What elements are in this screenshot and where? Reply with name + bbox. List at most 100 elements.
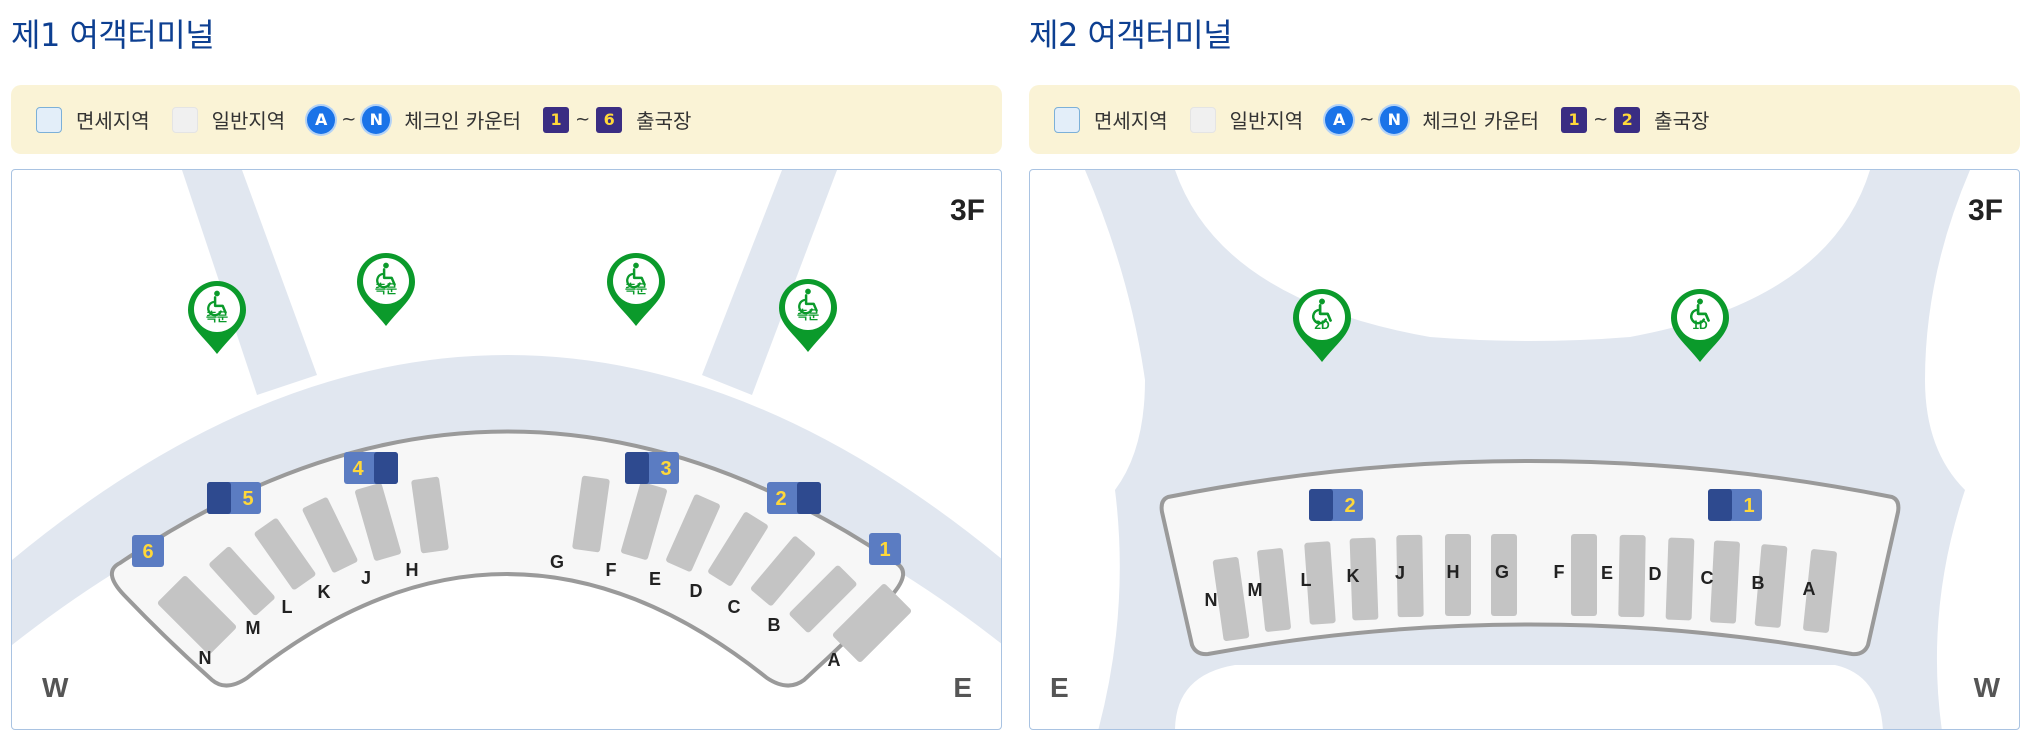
pin-face xyxy=(1677,294,1723,340)
checkin-counter-b[interactable]: B xyxy=(1752,544,1788,628)
counter-label: C xyxy=(1701,568,1714,588)
departures-group: 1 2 3 4 5 6 xyxy=(132,452,901,567)
checkin-counter-d[interactable]: D xyxy=(1649,537,1695,621)
counter-badge-start: A xyxy=(1325,105,1354,134)
counter-label: H xyxy=(1447,562,1460,582)
counter-bar xyxy=(209,546,275,616)
departure-gate-1[interactable]: 1 xyxy=(1708,489,1762,521)
accessible-entrance-pin[interactable]: 2D xyxy=(1293,289,1351,362)
checkin-counter-e[interactable]: E xyxy=(649,494,721,589)
counter-bar xyxy=(1754,544,1788,628)
counter-label: K xyxy=(318,582,331,602)
departures-group: 12 xyxy=(1309,489,1762,521)
counter-label: J xyxy=(361,568,371,588)
counter-bar xyxy=(355,483,401,561)
pin-face xyxy=(785,284,831,330)
accessible-entrance-pin[interactable]: 측문 xyxy=(188,281,246,354)
checkin-counter-j[interactable]: J xyxy=(354,483,401,588)
departure-gate-2[interactable]: 2 xyxy=(767,482,821,514)
checkin-counter-c[interactable]: C xyxy=(1701,540,1741,624)
gate-block-dark xyxy=(797,482,821,514)
departure-gate-2[interactable]: 2 xyxy=(1309,489,1363,521)
counter-label: D xyxy=(1649,564,1662,584)
accessible-entrance-pin[interactable]: 측문 xyxy=(357,253,415,326)
checkin-counter-j[interactable]: J xyxy=(1395,534,1424,618)
counter-bar xyxy=(832,583,912,663)
counter-bar xyxy=(1665,537,1695,621)
range-tilde: ~ xyxy=(1359,109,1375,130)
counter-bar xyxy=(157,575,237,655)
direction-west-label: W xyxy=(1974,672,2001,703)
departure-gate-1[interactable]: 1 xyxy=(869,533,901,565)
checkin-counter-f[interactable]: F xyxy=(606,482,668,580)
checkin-counter-l[interactable]: L xyxy=(253,517,316,617)
departure-gate-5[interactable]: 5 xyxy=(207,482,261,514)
counter-bar xyxy=(1571,534,1597,616)
pin-face xyxy=(1299,294,1345,340)
floor-label: 3F xyxy=(950,194,985,227)
checkin-counter-m[interactable]: M xyxy=(1248,548,1292,632)
checkin-counter-f[interactable]: F xyxy=(1554,534,1598,616)
pin-label: 측문 xyxy=(375,281,397,296)
counter-label: B xyxy=(1752,573,1765,593)
checkin-counter-m[interactable]: M xyxy=(208,546,276,638)
terminal2-panel: 제2 여객터미널 면세지역 일반지역 A ~ N 체크인 카운터 1 ~ 2 출… xyxy=(1029,0,2020,740)
checkin-counter-h[interactable]: H xyxy=(406,476,450,580)
gate-block xyxy=(869,533,901,565)
terminal1-panel: 제1 여객터미널 면세지역 일반지역 A ~ N 체크인 카운터 1 ~ 6 출… xyxy=(11,0,1002,740)
checkin-counter-g[interactable]: G xyxy=(1491,534,1517,616)
departure-badge-start: 1 xyxy=(1561,106,1588,133)
counter-bar xyxy=(621,482,667,560)
checkin-counter-a[interactable]: A xyxy=(1803,549,1838,633)
checkin-counter-g[interactable]: G xyxy=(550,475,610,572)
checkin-counter-n[interactable]: N xyxy=(1205,556,1250,642)
counter-label: J xyxy=(1395,563,1405,583)
gate-block-dark xyxy=(1309,489,1333,521)
pin-face xyxy=(363,258,409,304)
gate-block-dark xyxy=(625,452,649,484)
checkin-counter-c[interactable]: C xyxy=(728,535,817,617)
gate-number: 6 xyxy=(142,541,153,563)
checkin-counter-n[interactable]: N xyxy=(157,575,238,668)
counter-label: A xyxy=(1803,579,1816,599)
checkin-counter-k[interactable]: K xyxy=(1347,537,1379,621)
departure-gate-6[interactable]: 6 xyxy=(132,535,164,567)
general-area-swatch xyxy=(171,106,198,133)
gate-number: 1 xyxy=(879,539,890,561)
counter-bar xyxy=(1710,540,1740,624)
counter-bar xyxy=(1349,537,1379,621)
checkin-counter-d[interactable]: D xyxy=(690,511,769,601)
accessible-entrance-pin[interactable]: 측문 xyxy=(779,279,837,352)
pin-label: 2D xyxy=(1314,318,1330,332)
checkin-counter-k[interactable]: K xyxy=(302,497,359,602)
gate-number: 3 xyxy=(660,458,671,480)
checkin-counter-a[interactable]: A xyxy=(828,583,913,670)
general-area-swatch xyxy=(1189,106,1216,133)
counter-bar xyxy=(1803,549,1837,633)
counter-label: K xyxy=(1347,566,1360,586)
counter-bar xyxy=(1618,534,1646,618)
departure-badge-start: 1 xyxy=(543,106,570,133)
counter-bar xyxy=(666,494,720,572)
checkin-counter-l[interactable]: L xyxy=(1301,541,1336,625)
duty-free-label: 면세지역 xyxy=(1094,109,1168,133)
counter-label: N xyxy=(199,648,212,668)
checkin-counter-h[interactable]: H xyxy=(1445,534,1471,616)
departure-gate-3[interactable]: 3 xyxy=(625,452,679,484)
pins-group: 측문 측문 측문 측문 xyxy=(188,253,837,354)
pin-face xyxy=(194,286,240,332)
counter-bar xyxy=(1396,534,1424,618)
counter-label: M xyxy=(1248,580,1263,600)
checkin-counter-e[interactable]: E xyxy=(1601,534,1646,618)
counter-bar xyxy=(789,565,857,633)
counter-label: E xyxy=(649,569,661,589)
departure-gate-4[interactable]: 4 xyxy=(344,452,398,484)
accessible-entrance-pin[interactable]: 측문 xyxy=(607,253,665,326)
checkin-counter-b[interactable]: B xyxy=(768,564,858,635)
accessible-entrance-pin[interactable]: 1D xyxy=(1671,289,1729,362)
